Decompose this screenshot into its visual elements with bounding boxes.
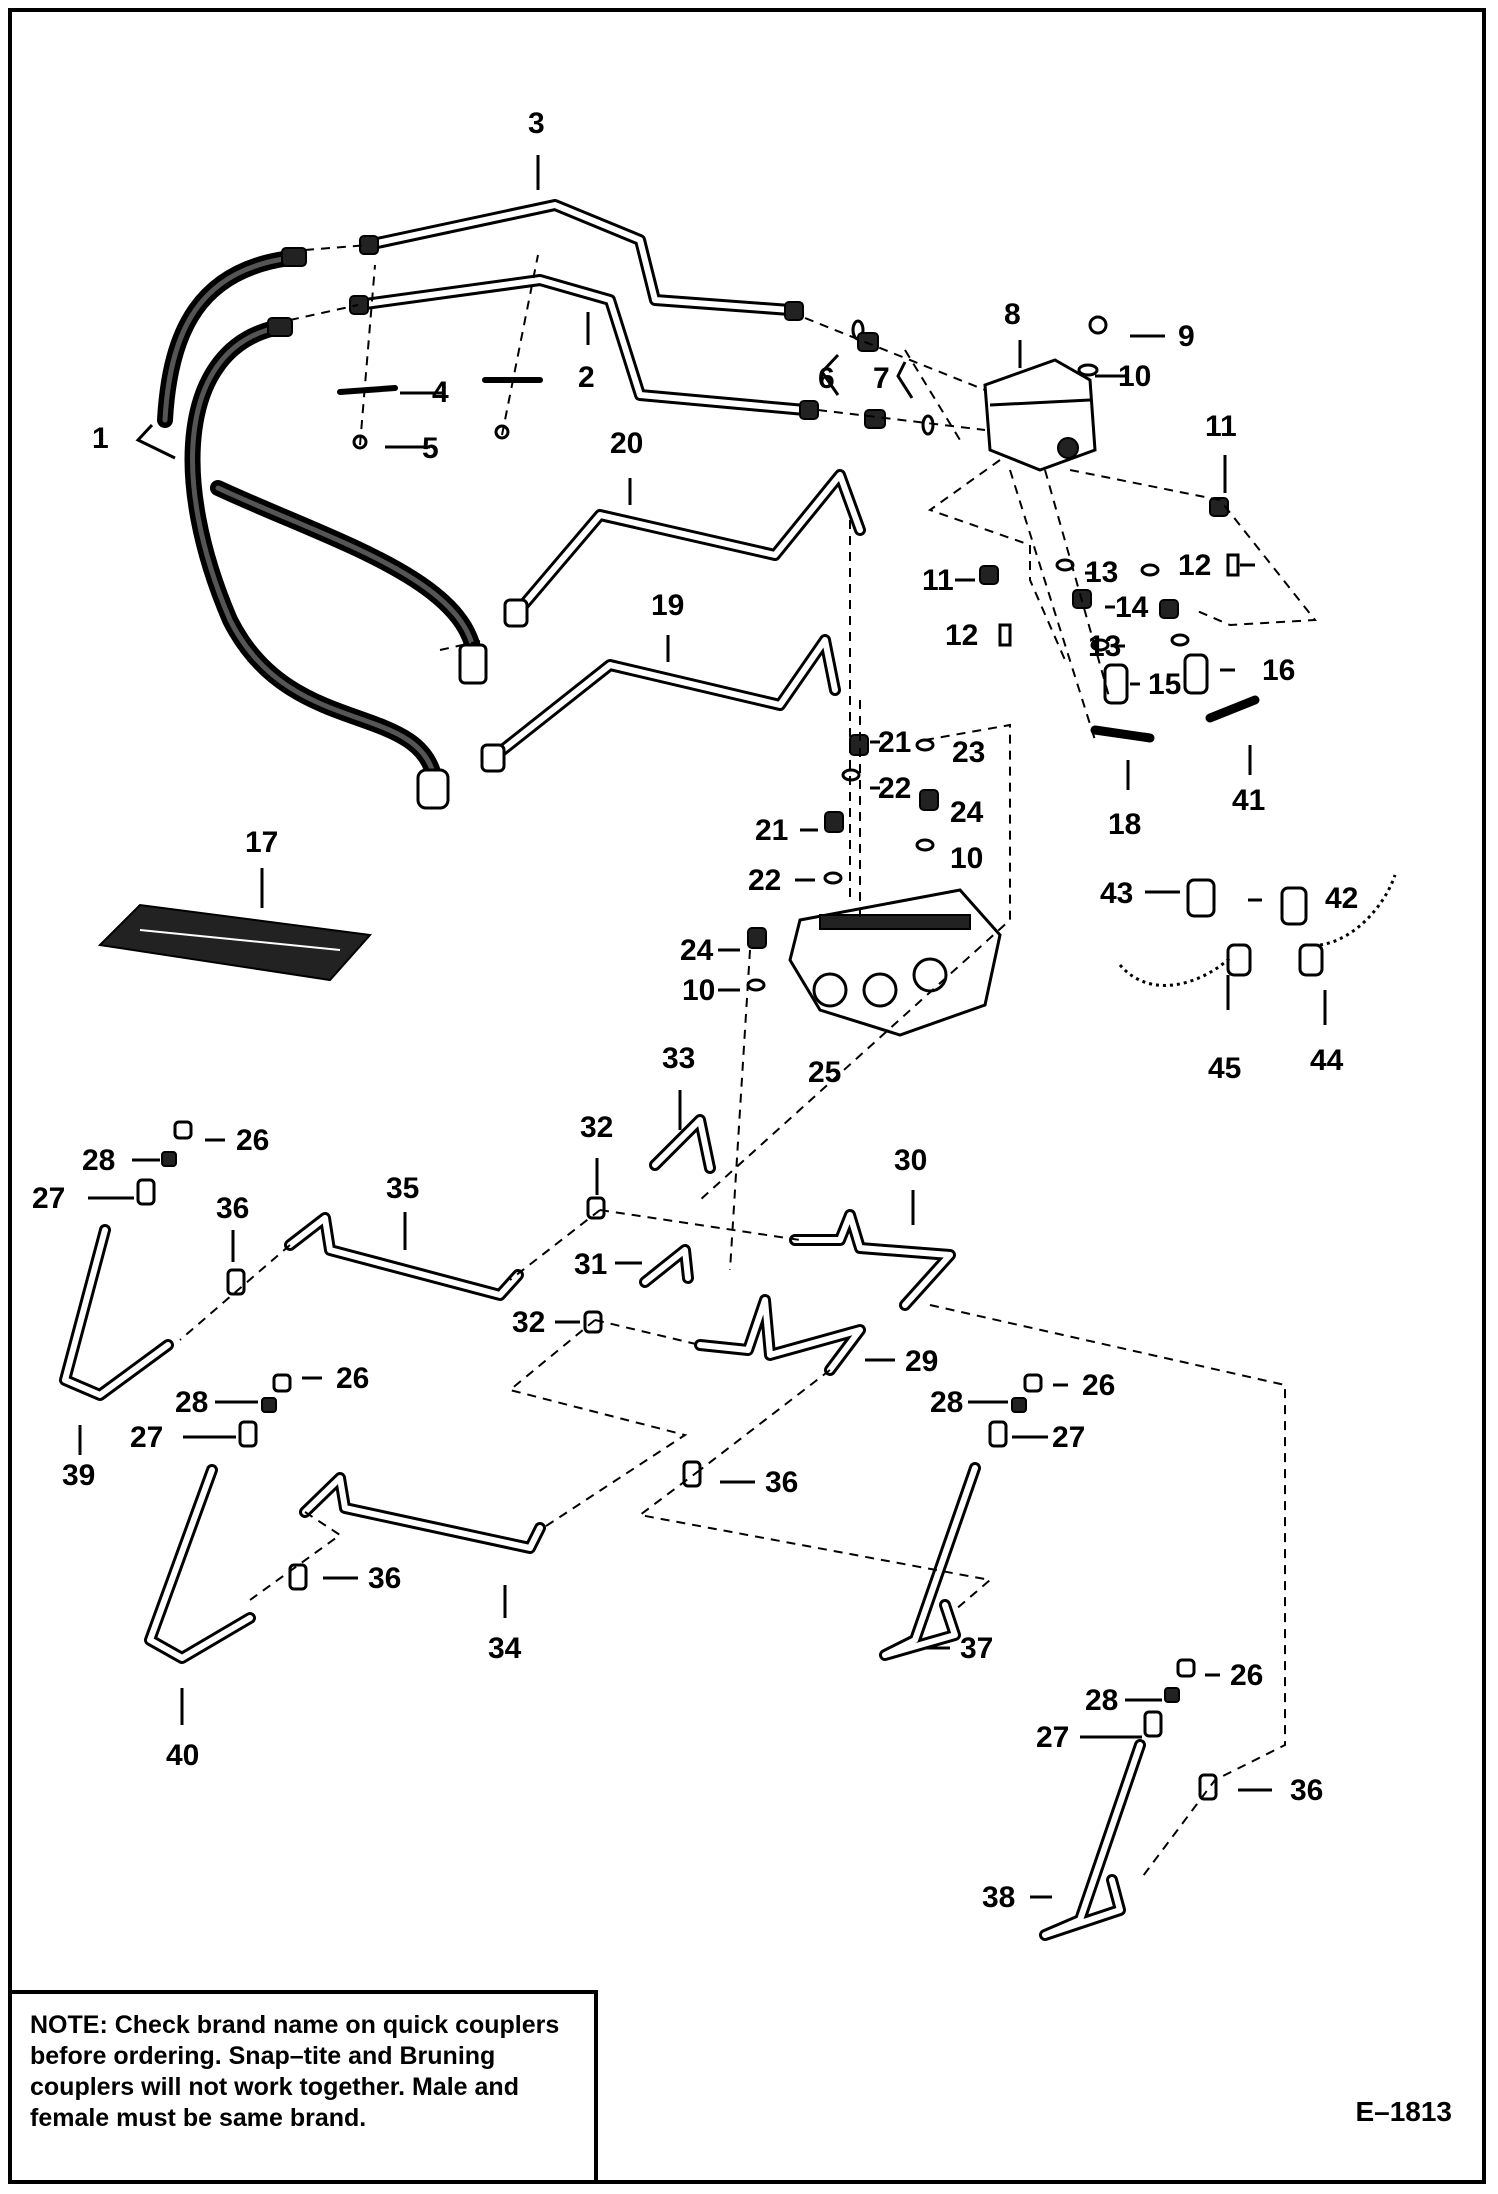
callout-3: 3: [528, 107, 545, 140]
callout-26-a: 26: [236, 1124, 269, 1157]
callout-16: 16: [1262, 654, 1295, 687]
note-label: NOTE:: [30, 2011, 108, 2039]
callout-20: 20: [610, 427, 643, 460]
callout-13-lower: 13: [1088, 630, 1121, 663]
callout-8: 8: [1004, 298, 1021, 331]
callout-27-d: 27: [1036, 1721, 1069, 1754]
callout-36-a: 36: [216, 1192, 249, 1225]
callout-13-upper: 13: [1085, 556, 1118, 589]
callout-39: 39: [62, 1459, 95, 1492]
callout-28-a: 28: [82, 1144, 115, 1177]
callout-12-left: 12: [945, 619, 978, 652]
callout-labels: 3 2 1 4 5 6 7 8 9 10 11 20 11 12 13 14 1…: [32, 107, 1358, 1914]
callout-1: 1: [92, 422, 109, 455]
tube-assembly-middle: [480, 469, 866, 773]
callout-10-top: 10: [1118, 360, 1151, 393]
note-text: Check brand name on quick couplers befor…: [30, 2011, 560, 2132]
callout-25: 25: [808, 1056, 841, 1089]
quick-couplers: [1118, 874, 1397, 987]
callout-45: 45: [1208, 1052, 1241, 1085]
callout-41: 41: [1232, 784, 1265, 817]
hose-assembly: [157, 247, 488, 810]
callout-24-lower: 24: [680, 934, 714, 967]
control-valve: [746, 734, 1002, 1037]
callout-23: 23: [952, 736, 985, 769]
tube-assembly-upper: [349, 199, 819, 420]
figure-number: E–1813: [1355, 2096, 1452, 2127]
callout-36-c: 36: [368, 1562, 401, 1595]
callout-26-d: 26: [1230, 1659, 1263, 1692]
callout-17: 17: [245, 826, 278, 859]
callout-12-right: 12: [1178, 549, 1211, 582]
filter-pad: [97, 903, 373, 982]
callout-19: 19: [651, 589, 684, 622]
callout-22-lower: 22: [748, 864, 781, 897]
callout-6: 6: [818, 362, 835, 395]
callout-36-d: 36: [1290, 1774, 1323, 1807]
callout-42: 42: [1325, 882, 1358, 915]
callout-18: 18: [1108, 808, 1141, 841]
callout-32-upper: 32: [580, 1111, 613, 1144]
callout-4: 4: [432, 376, 449, 409]
callout-21-upper: 21: [878, 726, 911, 759]
callout-10-mid: 10: [950, 842, 983, 875]
callout-14: 14: [1115, 591, 1149, 624]
callout-27-b: 27: [130, 1421, 163, 1454]
callout-28-d: 28: [1085, 1684, 1118, 1717]
callout-43: 43: [1100, 877, 1133, 910]
valve-fittings: [851, 319, 1260, 743]
callout-11-right: 11: [1205, 410, 1237, 443]
ordering-note: NOTE: Check brand name on quick couplers…: [8, 1990, 598, 2184]
callout-10-lower: 10: [682, 974, 715, 1007]
callout-36-b: 36: [765, 1466, 798, 1499]
callout-38: 38: [982, 1881, 1015, 1914]
callout-7: 7: [873, 362, 890, 395]
callout-29: 29: [905, 1345, 938, 1378]
callout-32-lower: 32: [512, 1306, 545, 1339]
callout-11-left: 11: [922, 564, 954, 597]
callout-44: 44: [1310, 1044, 1344, 1077]
callout-33: 33: [662, 1042, 695, 1075]
connection-lines: [179, 244, 1317, 1881]
callout-35: 35: [386, 1172, 419, 1205]
callout-26-c: 26: [1082, 1369, 1115, 1402]
callout-28-c: 28: [930, 1386, 963, 1419]
callout-37: 37: [960, 1632, 993, 1665]
callout-15: 15: [1148, 668, 1181, 701]
callout-40: 40: [166, 1739, 199, 1772]
page-border: [8, 8, 1486, 2184]
tube-assembly-lower: [59, 1114, 1218, 1941]
valve-body: [983, 315, 1108, 472]
callout-9: 9: [1178, 320, 1195, 353]
callout-24-upper: 24: [950, 796, 984, 829]
callout-5: 5: [422, 432, 439, 465]
leader-lines: [78, 155, 1327, 1899]
callout-28-b: 28: [175, 1386, 208, 1419]
callout-26-b: 26: [336, 1362, 369, 1395]
callout-34: 34: [488, 1632, 522, 1665]
callout-2: 2: [578, 361, 595, 394]
callout-22-upper: 22: [878, 772, 911, 805]
callout-27-a: 27: [32, 1182, 65, 1215]
callout-27-c: 27: [1052, 1421, 1085, 1454]
callout-30: 30: [894, 1144, 927, 1177]
callout-21-lower: 21: [755, 814, 788, 847]
callout-31: 31: [574, 1248, 607, 1281]
